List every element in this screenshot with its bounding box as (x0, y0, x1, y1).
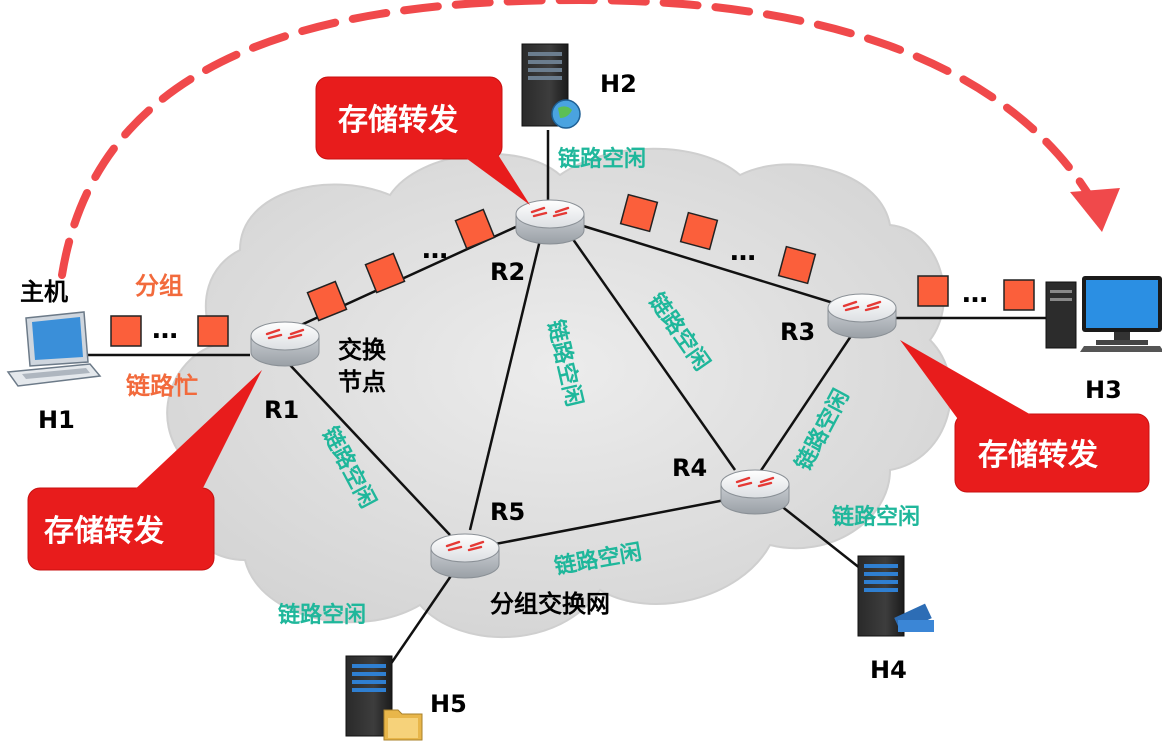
host-label-main: 主机 (20, 278, 68, 306)
packet-label: 分组 (135, 272, 183, 300)
link-r1-r5 (289, 364, 451, 536)
packet (917, 275, 949, 307)
router-label-r1: R1 (264, 396, 299, 424)
link-idle-label-r2h2: 链路空闲 (558, 146, 646, 172)
callout-store-forward-top: 存储转发 (315, 76, 530, 205)
ellipsis-r1r2: … (422, 235, 448, 265)
router-icon (430, 533, 500, 579)
server-icon (345, 655, 423, 741)
link-r3-r4 (758, 329, 857, 473)
packets (110, 193, 1035, 347)
routers (250, 199, 897, 579)
laptop-icon (6, 311, 102, 387)
packet (619, 193, 659, 233)
host-label-h2: H2 (600, 70, 637, 98)
packet (197, 315, 229, 347)
ellipsis-h1: … (152, 315, 178, 345)
folder-icon (383, 709, 423, 741)
packet (110, 315, 142, 347)
link-r5-h5 (388, 569, 457, 666)
link-idle-label-r5h5: 链路空闲 (278, 602, 366, 628)
host-label-h3: H3 (1085, 376, 1122, 404)
link-idle-label-r4h4: 链路空闲 (832, 504, 920, 530)
callout-text: 存储转发 (338, 103, 458, 138)
callout-text: 存储转发 (978, 438, 1098, 473)
forwarding-arc (58, 0, 1099, 279)
ellipsis-r2r3: … (730, 237, 756, 267)
packet (1003, 279, 1035, 311)
callout-text: 存储转发 (44, 514, 164, 549)
film-icon (894, 603, 934, 633)
arc-arrowhead (1070, 188, 1120, 232)
router-icon (250, 321, 320, 367)
router-label-r4: R4 (672, 454, 707, 482)
server-icon (857, 555, 934, 637)
ellipsis-r3h3: … (962, 279, 988, 309)
desktop-computer-icon (1045, 276, 1162, 352)
router-icon (515, 199, 585, 245)
link-r5-r4 (489, 498, 726, 547)
router-label-r3: R3 (780, 318, 815, 346)
packet (454, 208, 496, 250)
router-icon (720, 469, 790, 515)
server-icon (521, 43, 581, 129)
router-icon (827, 293, 897, 339)
packet (364, 252, 406, 294)
host-label-h4: H4 (870, 656, 907, 684)
callout-store-forward-right: 存储转发 (900, 340, 1150, 493)
packet (679, 211, 719, 251)
router-label-r5: R5 (490, 498, 525, 526)
link-r2-r5 (468, 239, 542, 531)
host-label-h1: H1 (38, 406, 75, 434)
link-busy-label: 链路忙 (126, 372, 198, 400)
callout-store-forward-left: 存储转发 (27, 370, 262, 571)
packet (777, 245, 817, 285)
network-title: 分组交换网 (490, 590, 610, 618)
packet (306, 280, 348, 322)
host-label-h5: H5 (430, 690, 467, 718)
link-r2-r4 (568, 234, 737, 471)
node-label: 交换 节点 (338, 336, 394, 396)
link-r2-r3 (579, 223, 841, 307)
router-label-r2: R2 (490, 258, 525, 286)
